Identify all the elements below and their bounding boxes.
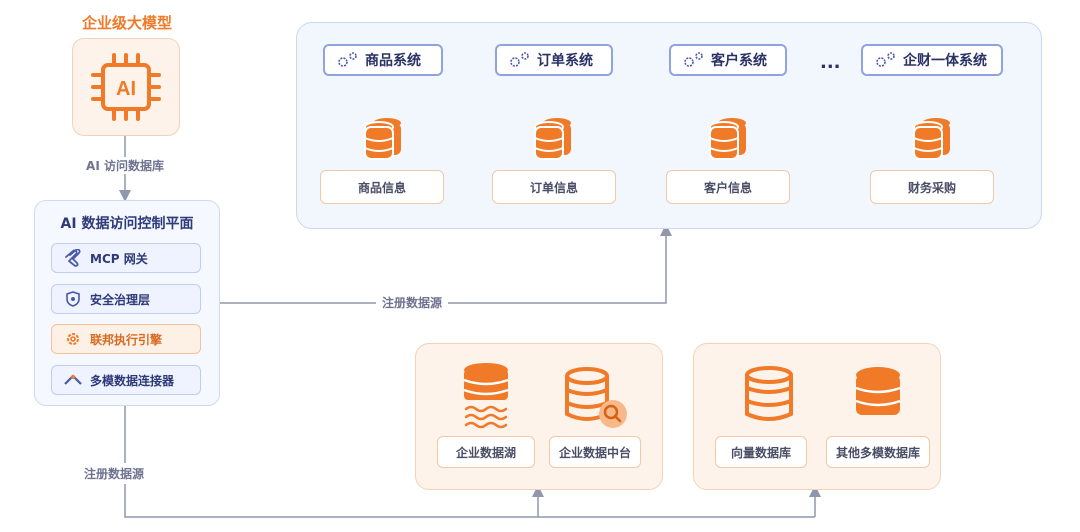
mcp-gateway-label: MCP 网关 — [90, 251, 148, 266]
product-info-box: 商品信息 — [320, 170, 444, 204]
customer-system-box[interactable]: 客户系统 — [669, 44, 787, 76]
order-system-box[interactable]: 订单系统 — [495, 44, 613, 76]
federated-engine-item[interactable]: 联邦执行引擎 — [51, 324, 201, 354]
database-icon — [534, 118, 571, 160]
order-system-label: 订单系统 — [537, 53, 593, 69]
multimodal-connector-item[interactable]: 多模数据连接器 — [51, 365, 201, 395]
multimodal-connector-label: 多模数据连接器 — [90, 373, 175, 388]
data-lake-label: 企业数据湖 — [437, 436, 535, 468]
customer-system-label: 客户系统 — [711, 53, 767, 69]
other-multimodal-db-label: 其他多模数据库 — [826, 436, 930, 468]
security-layer-label: 安全治理层 — [90, 292, 151, 307]
gear-icon — [681, 51, 705, 69]
connector-icon — [62, 374, 84, 386]
mcp-icon — [62, 249, 84, 267]
finance-info-box: 财务采购 — [870, 170, 994, 204]
control-plane-title: AI 数据访问控制平面 — [60, 216, 194, 232]
gear-icon — [62, 331, 84, 347]
ai-model-box: AI — [72, 38, 180, 136]
shield-icon — [62, 291, 84, 307]
product-system-label: 商品系统 — [365, 53, 421, 69]
vector-db-label: 向量数据库 — [715, 436, 807, 468]
ai-chip-text: AI — [116, 78, 136, 100]
customer-info-box: 客户信息 — [666, 170, 790, 204]
gear-icon — [873, 51, 897, 69]
federated-engine-label: 联邦执行引擎 — [90, 332, 163, 347]
database-icon — [913, 118, 950, 160]
security-layer-item[interactable]: 安全治理层 — [51, 284, 201, 314]
ai-model-title: 企业级大模型 — [81, 14, 172, 32]
database-search-icon — [565, 367, 627, 428]
ellipsis: ... — [820, 52, 841, 73]
product-system-box[interactable]: 商品系统 — [323, 44, 443, 76]
gear-icon — [507, 51, 531, 69]
database-icon — [709, 118, 746, 160]
vector-database-icon — [745, 366, 793, 421]
data-middle-platform-label: 企业数据中台 — [549, 436, 641, 468]
mcp-gateway-item[interactable]: MCP 网关 — [51, 243, 201, 273]
finance-system-label: 企财一体系统 — [903, 53, 987, 69]
finance-system-box[interactable]: 企财一体系统 — [861, 44, 1003, 76]
plane-to-stores-line — [124, 404, 815, 518]
register-datasource-label-left: 注册数据源 — [80, 463, 149, 484]
register-datasource-label: 注册数据源 — [376, 294, 449, 311]
ai-chip-icon: AI — [91, 53, 161, 121]
data-lake-icon — [463, 363, 509, 429]
multimodal-database-icon — [855, 367, 901, 415]
plane-to-systems-line — [218, 224, 672, 304]
ai-access-label: AI 访问数据库 — [60, 157, 190, 174]
order-info-box: 订单信息 — [492, 170, 616, 204]
database-icon — [364, 118, 401, 160]
gear-icon — [335, 51, 359, 69]
